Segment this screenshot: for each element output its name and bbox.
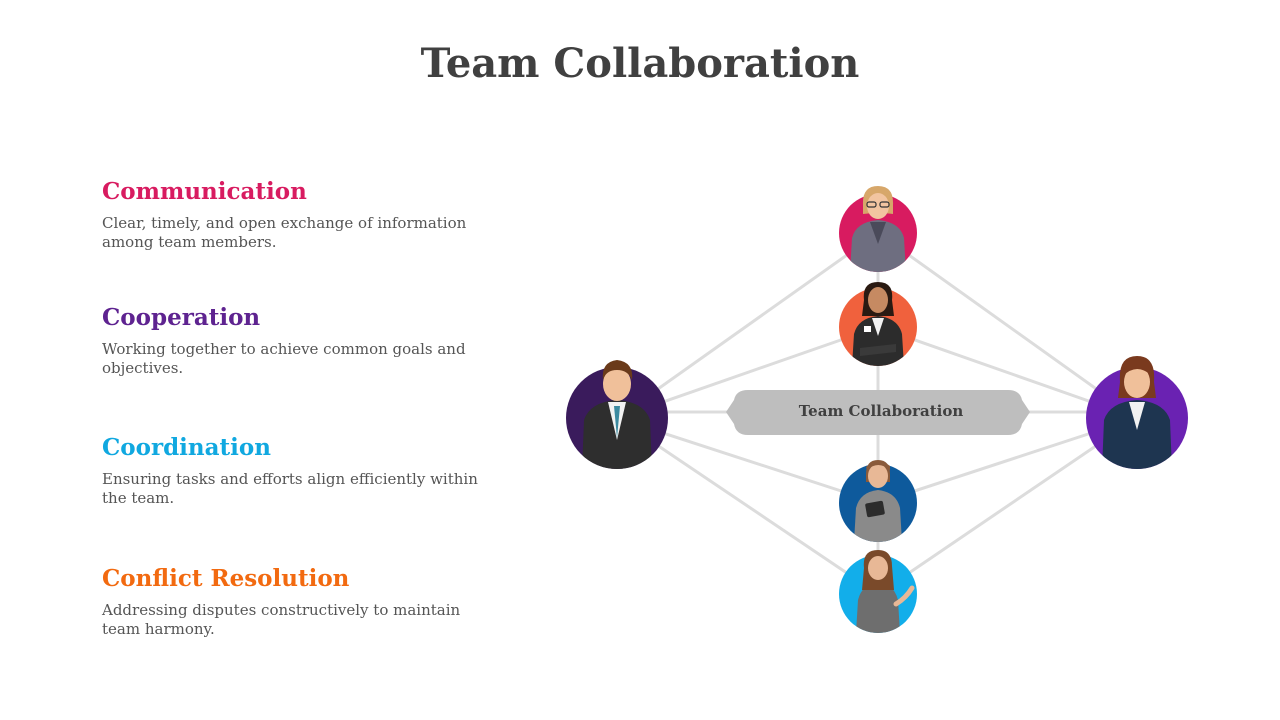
conflict-resolution-block: Conflict Resolution Addressing disputes … bbox=[102, 565, 482, 639]
hub-node: Team Collaboration bbox=[726, 390, 1030, 435]
conflict-resolution-description: Addressing disputes constructively to ma… bbox=[102, 601, 461, 638]
avatar-woman-pointing-icon bbox=[839, 550, 917, 633]
communication-description: Clear, timely, and open exchange of info… bbox=[102, 214, 467, 251]
cooperation-block: Cooperation Working together to achieve … bbox=[102, 304, 482, 378]
communication-heading: Communication bbox=[102, 178, 307, 205]
conflict-resolution-heading: Conflict Resolution bbox=[102, 565, 350, 592]
avatar-woman-glasses-icon bbox=[839, 186, 917, 272]
avatar-woman-blazer-icon bbox=[1086, 356, 1188, 469]
coordination-description: Ensuring tasks and efforts align efficie… bbox=[102, 470, 478, 507]
page-title: Team Collaboration bbox=[420, 40, 860, 87]
avatar-woman-badge-icon bbox=[839, 282, 917, 366]
coordination-heading: Coordination bbox=[102, 434, 271, 461]
cooperation-description: Working together to achieve common goals… bbox=[102, 340, 466, 377]
cooperation-heading: Cooperation bbox=[102, 304, 261, 331]
avatar-man-suit-icon bbox=[566, 360, 668, 469]
coordination-block: Coordination Ensuring tasks and efforts … bbox=[102, 434, 482, 508]
avatar-woman-tablet-icon bbox=[839, 460, 917, 542]
communication-block: Communication Clear, timely, and open ex… bbox=[102, 178, 482, 252]
hub-label: Team Collaboration bbox=[799, 402, 964, 420]
